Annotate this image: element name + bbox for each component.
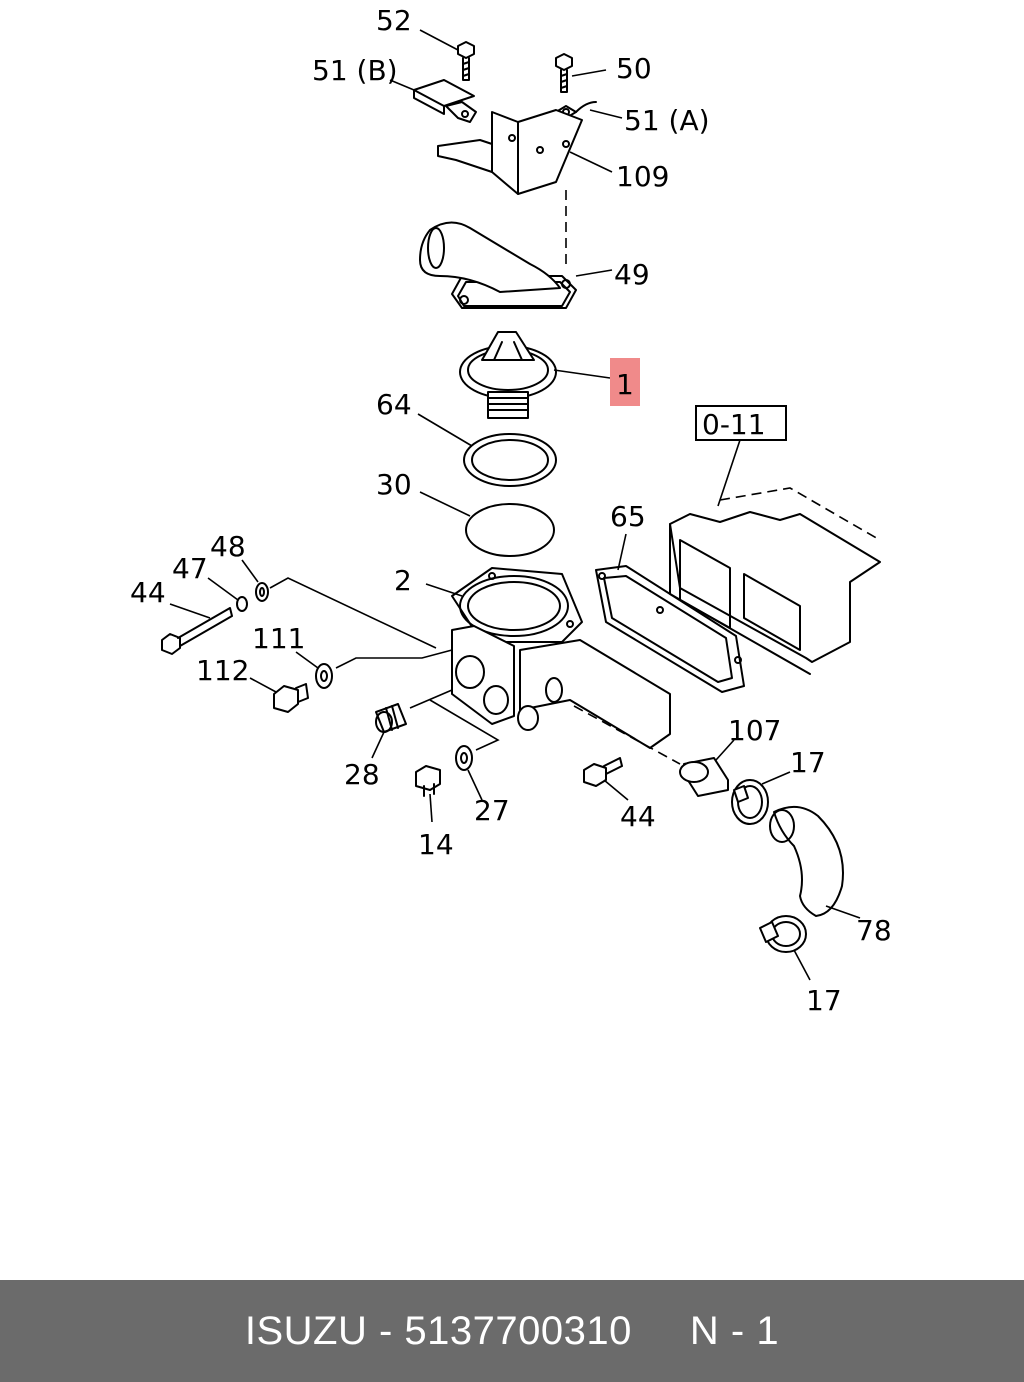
part-27-washer — [455, 745, 473, 771]
leader-109 — [569, 151, 613, 173]
leader-28 — [371, 731, 385, 759]
leader-111 — [295, 651, 319, 669]
label-44-short: 44 — [620, 800, 656, 833]
leader-52 — [419, 29, 459, 51]
part-51b-bracket — [413, 79, 477, 123]
part-47-spring-washer — [236, 596, 248, 612]
part-111-washer — [315, 663, 333, 689]
part-107-pipe — [679, 757, 729, 797]
leader-44b — [603, 779, 629, 801]
label-1: 1 — [616, 368, 634, 401]
label-47: 47 — [172, 552, 208, 585]
leader-65 — [617, 533, 627, 571]
label-1-highlight — [610, 358, 640, 406]
part-14-bolt — [415, 765, 441, 797]
cylinder-head-reference — [669, 487, 881, 675]
leader-48 — [241, 559, 259, 583]
label-0-11: 0-11 — [702, 408, 766, 441]
centerline-107 — [573, 705, 681, 765]
label-44-long: 44 — [130, 576, 166, 609]
leader-1 — [553, 369, 611, 379]
part-50-bolt — [555, 53, 573, 93]
leader-30 — [419, 491, 471, 517]
label-111: 111 — [252, 622, 305, 655]
reference-box-0-11 — [695, 405, 787, 441]
label-64: 64 — [376, 388, 412, 421]
part-49-outlet-cover — [419, 221, 577, 309]
leader-17a — [761, 771, 791, 785]
part-30-gasket — [465, 503, 555, 557]
part-2-thermostat-housing — [451, 567, 671, 749]
label-50: 50 — [616, 52, 652, 85]
leader-44a — [169, 603, 211, 619]
leader-0-11 — [717, 439, 741, 507]
label-112: 112 — [196, 654, 249, 687]
part-number-caption: ISUZU - 5137700310 N - 1 — [244, 1308, 780, 1353]
label-107: 107 — [728, 714, 781, 747]
label-52: 52 — [376, 4, 412, 37]
label-109: 109 — [616, 160, 669, 193]
leader-107 — [715, 739, 735, 761]
label-78: 78 — [856, 914, 892, 947]
leader-51b — [389, 79, 415, 91]
label-2: 2 — [394, 564, 412, 597]
part-52-bolt — [457, 41, 475, 81]
label-14: 14 — [418, 828, 454, 861]
part-78-hose — [769, 805, 844, 917]
parts-diagram: 52 51 (B) 50 51 (A) 109 49 1 64 30 0-11 … — [130, 4, 892, 1017]
part-44-long-bolt — [161, 607, 233, 655]
guide-27-to-housing — [429, 699, 500, 751]
part-17-hose-clamp-upper — [731, 779, 769, 825]
part-109-bracket — [437, 109, 583, 195]
guide-28-to-housing — [409, 689, 453, 709]
part-28-plug — [375, 703, 407, 733]
part-65-gasket — [595, 565, 745, 693]
label-51a: 51 (A) — [624, 104, 710, 137]
label-48: 48 — [210, 530, 246, 563]
guide-44-to-housing — [269, 577, 437, 649]
part-112-bolt — [273, 683, 309, 713]
leader-50 — [571, 69, 607, 77]
leader-112 — [249, 677, 277, 693]
part-17-hose-clamp-lower — [759, 915, 807, 953]
label-27: 27 — [474, 794, 510, 827]
footer-bar: ISUZU - 5137700310 N - 1 — [0, 1280, 1024, 1382]
part-48-washer — [255, 582, 269, 602]
leader-78 — [825, 905, 861, 919]
leader-49 — [575, 269, 613, 277]
label-17-lower: 17 — [806, 984, 842, 1017]
label-49: 49 — [614, 258, 650, 291]
leader-27 — [467, 769, 483, 801]
label-51b: 51 (B) — [312, 54, 398, 87]
leader-51a — [589, 109, 623, 119]
leader-2 — [425, 583, 463, 597]
leader-64 — [417, 413, 473, 447]
part-64-ring — [463, 433, 557, 487]
label-28: 28 — [344, 758, 380, 791]
guide-111-to-housing — [335, 649, 453, 669]
part-44-short-bolt — [583, 757, 623, 787]
label-17-upper: 17 — [790, 746, 826, 779]
part-1-thermostat — [459, 331, 557, 419]
label-30: 30 — [376, 468, 412, 501]
leader-14 — [429, 793, 433, 823]
leader-17b — [793, 949, 811, 981]
leader-47 — [207, 577, 239, 601]
label-65: 65 — [610, 500, 646, 533]
